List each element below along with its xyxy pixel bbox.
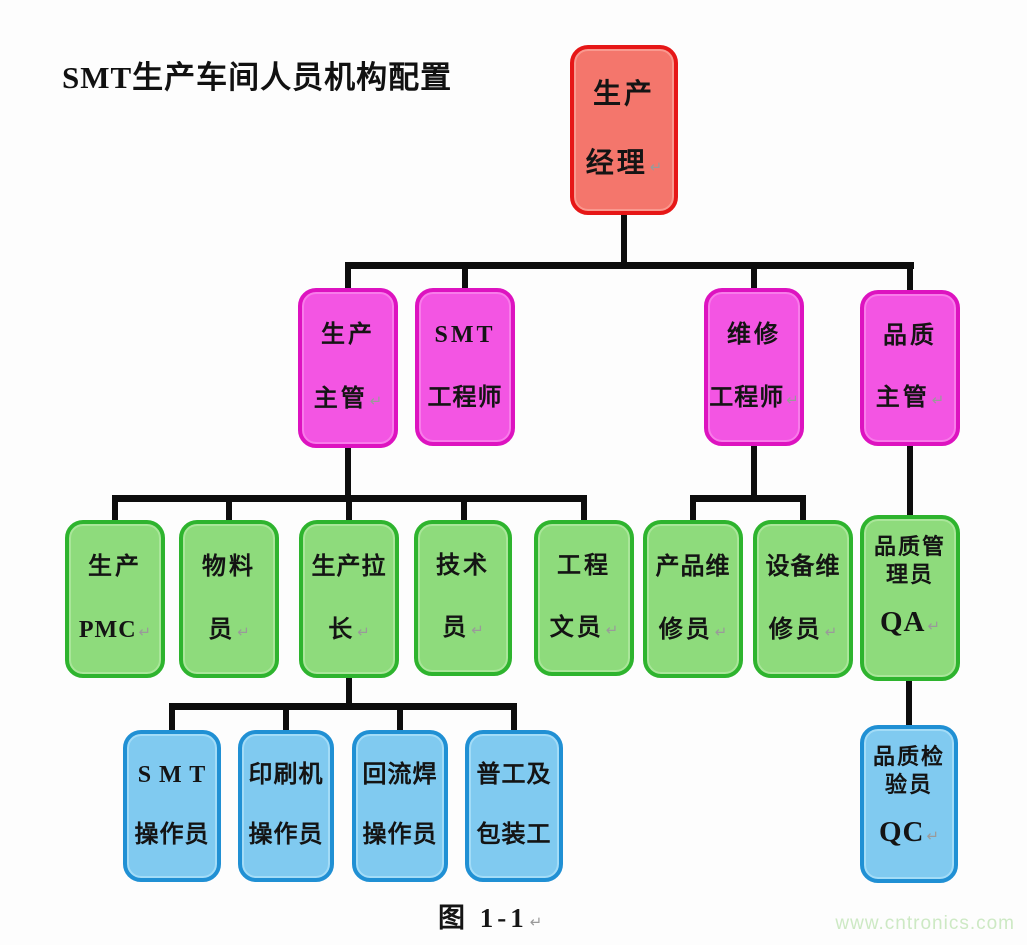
paragraph-mark: ↵ xyxy=(138,622,152,641)
node-product-repair: 产品维 修员↵ xyxy=(643,520,743,678)
paragraph-mark: ↵ xyxy=(714,622,728,641)
edge-drop-product-repair xyxy=(690,495,696,522)
edge-drop-general-packer xyxy=(511,703,517,732)
paragraph-mark: ↵ xyxy=(824,622,838,641)
paragraph-mark: ↵ xyxy=(471,621,484,640)
node-smt-operator: S M T 操作员 xyxy=(123,730,221,882)
node-production-supervisor: 生产 主管↵ xyxy=(298,288,398,448)
edge-drop-maintenance-engineer xyxy=(751,262,757,290)
watermark: www.cntronics.com xyxy=(835,913,1015,934)
edge-line-leader-stem xyxy=(346,676,352,707)
edge-drop-line-leader xyxy=(346,495,352,522)
paragraph-mark: ↵ xyxy=(649,158,663,177)
node-smt-engineer: SMT 工程师 xyxy=(415,288,515,446)
edge-quality-to-qa xyxy=(907,444,913,517)
node-maintenance-engineer: 维修 工程师↵ xyxy=(704,288,804,446)
edge-level4-rail xyxy=(169,703,517,710)
node-quality-supervisor: 品质 主管↵ xyxy=(860,290,960,446)
figure-caption: 图 1-1↵ xyxy=(438,903,543,933)
node-qc: 品质检 验员 QC↵ xyxy=(860,725,958,883)
edge-supervisor-stem xyxy=(345,446,351,498)
edge-manager-stem xyxy=(621,213,627,265)
edge-maintenance-stem xyxy=(751,444,757,497)
edge-level2-rail xyxy=(345,262,914,269)
edge-drop-smt-engineer xyxy=(462,262,468,290)
node-printer-operator: 印刷机 操作员 xyxy=(238,730,334,882)
edge-drop-technician xyxy=(461,495,467,522)
paragraph-mark: ↵ xyxy=(926,827,940,845)
node-line-leader: 生产拉 长↵ xyxy=(299,520,399,678)
paragraph-mark: ↵ xyxy=(927,617,941,635)
edge-drop-material-clerk xyxy=(226,495,232,522)
edge-qa-to-qc xyxy=(906,679,912,727)
paragraph-mark: ↵ xyxy=(237,622,250,641)
node-equipment-repair: 设备维 修员↵ xyxy=(753,520,853,678)
edge-drop-reflow-operator xyxy=(397,703,403,732)
node-technician: 技术 员↵ xyxy=(414,520,512,676)
node-general-packer: 普工及 包装工 xyxy=(465,730,563,882)
node-production-pmc: 生产 PMC↵ xyxy=(65,520,165,678)
paragraph-mark: ↵ xyxy=(605,621,619,640)
edge-drop-production-supervisor xyxy=(345,262,351,290)
node-qa: 品质管 理员 QA↵ xyxy=(860,515,960,681)
edge-drop-printer-operator xyxy=(283,703,289,732)
node-material-clerk: 物料 员↵ xyxy=(179,520,279,678)
paragraph-mark: ↵ xyxy=(357,622,370,641)
edge-drop-quality-supervisor xyxy=(907,262,913,290)
edge-drop-engineering-clerk xyxy=(581,495,587,522)
edge-level3-right-rail xyxy=(690,495,806,502)
page-title: SMT生产车间人员机构配置 xyxy=(62,60,453,95)
paragraph-mark: ↵ xyxy=(786,390,799,409)
node-reflow-operator: 回流焊 操作员 xyxy=(352,730,448,882)
node-engineering-clerk: 工程 文员↵ xyxy=(534,520,634,676)
edge-drop-pmc xyxy=(112,495,118,522)
edge-drop-equipment-repair xyxy=(800,495,806,522)
paragraph-mark: ↵ xyxy=(529,913,543,931)
paragraph-mark: ↵ xyxy=(931,391,945,410)
node-production-manager: 生产 经理↵ xyxy=(570,45,678,215)
paragraph-mark: ↵ xyxy=(369,392,383,411)
edge-drop-smt-operator xyxy=(169,703,175,732)
